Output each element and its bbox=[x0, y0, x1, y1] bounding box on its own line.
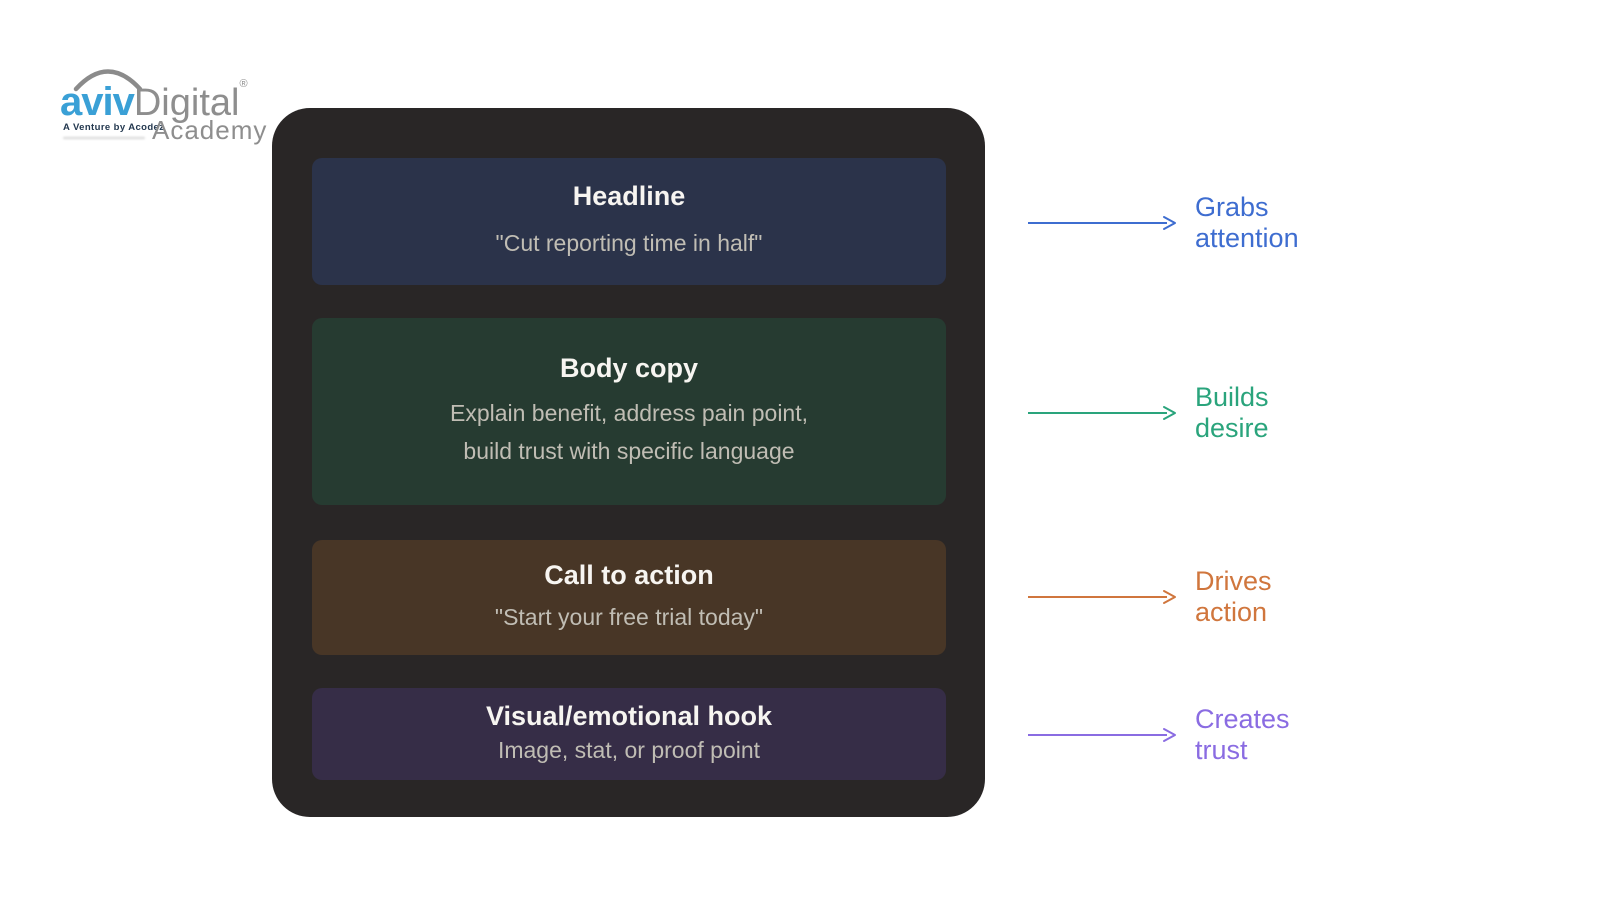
arrow-right-icon bbox=[1028, 216, 1176, 230]
brand-logo: avivDigital® A Venture by Acodez Academy bbox=[60, 58, 270, 153]
registered-mark: ® bbox=[239, 78, 248, 90]
panel-headline: Headline "Cut reporting time in half" bbox=[312, 158, 946, 285]
panel-subtitle: Image, stat, or proof point bbox=[497, 737, 761, 763]
annotation-label: Builds desire bbox=[1195, 382, 1269, 443]
brand-wordmark: avivDigital® bbox=[60, 78, 248, 125]
panel-subtitle: Explain benefit, address pain point, bui… bbox=[449, 400, 809, 464]
brand-academy-text: Academy bbox=[152, 115, 268, 145]
arrow-right-icon bbox=[1028, 406, 1176, 420]
annotation-label: Grabs attention bbox=[1195, 192, 1299, 253]
arrow-right-icon bbox=[1028, 590, 1176, 604]
panel-title: Visual/emotional hook bbox=[485, 701, 773, 731]
panel-title: Body copy bbox=[559, 353, 699, 383]
annotation-builds-desire: Builds desire bbox=[1027, 368, 1269, 458]
annotation-drives-action: Drives action bbox=[1027, 552, 1272, 642]
panel-title: Call to action bbox=[544, 559, 714, 590]
panel-visual-emotional-hook: Visual/emotional hook Image, stat, or pr… bbox=[312, 688, 946, 780]
brand-secondary-text: Digital bbox=[133, 82, 240, 124]
annotation-grabs-attention: Grabs attention bbox=[1027, 178, 1299, 268]
panel-title: Headline bbox=[572, 181, 686, 211]
panel-body-copy: Body copy Explain benefit, address pain … bbox=[312, 318, 946, 505]
annotation-label: Creates trust bbox=[1195, 704, 1290, 765]
brand-primary-text: aviv bbox=[60, 80, 135, 124]
annotation-creates-trust: Creates trust bbox=[1027, 690, 1290, 780]
brand-tagline: A Venture by Acodez bbox=[63, 122, 165, 133]
logo-arc-icon bbox=[73, 69, 143, 92]
annotation-label: Drives action bbox=[1195, 566, 1272, 627]
arrow-right-icon bbox=[1028, 728, 1176, 742]
ad-anatomy-card: Headline "Cut reporting time in half" Bo… bbox=[272, 108, 985, 817]
logo-underline-decoration bbox=[63, 137, 145, 139]
panel-subtitle: "Start your free trial today" bbox=[494, 603, 764, 630]
panel-call-to-action: Call to action "Start your free trial to… bbox=[312, 540, 946, 655]
panel-subtitle: "Cut reporting time in half" bbox=[495, 230, 763, 256]
